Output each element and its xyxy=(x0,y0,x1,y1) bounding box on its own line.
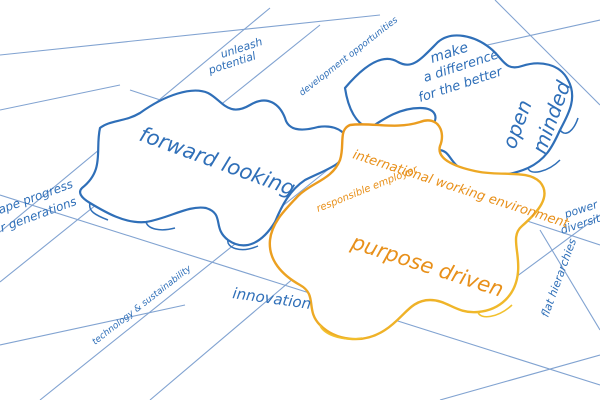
puzzle-piece-purpose-driven xyxy=(268,119,546,341)
label-flat-hierarchies: flat hierarchies xyxy=(539,237,580,320)
puzzle-piece-open-minded xyxy=(343,34,579,177)
label-technology: technology & sustainability xyxy=(91,264,194,348)
label-innovation: innovation xyxy=(231,284,312,313)
